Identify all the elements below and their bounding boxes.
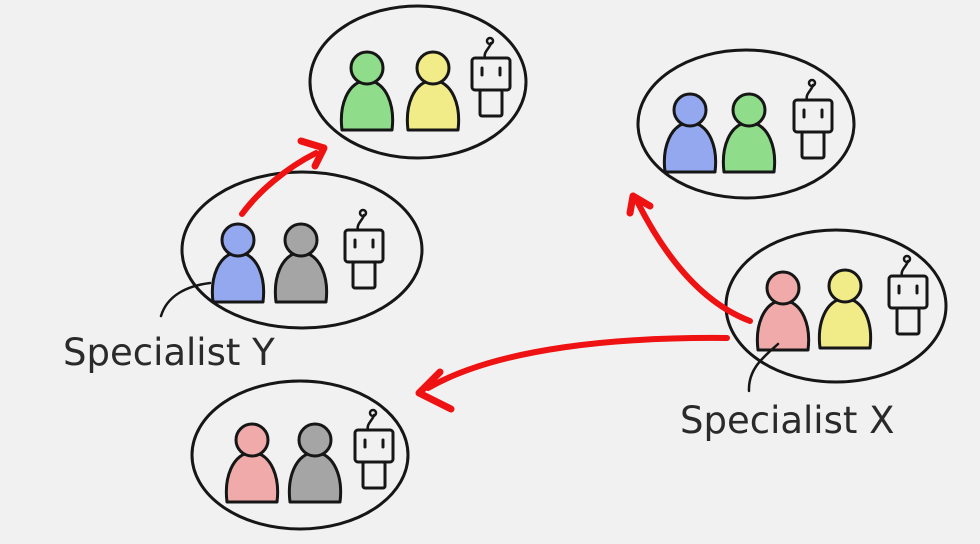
- specialist-y-label: Specialist Y: [63, 331, 275, 374]
- specialist-y-move-arrow: [239, 137, 328, 217]
- robot-icon-bottom-left: [353, 408, 395, 490]
- person-icon-top-center-green: [339, 50, 395, 132]
- specialist-y-leader-line: [159, 281, 212, 318]
- specialist-x-move-arrow-up: [626, 192, 753, 324]
- members-layer: [210, 36, 929, 504]
- person-icon-top-right-blue: [662, 92, 718, 174]
- group-middle-left-circle: [180, 170, 424, 330]
- person-icon-right-pink: [755, 270, 811, 352]
- person-icon-right-yellow: [817, 268, 873, 350]
- person-icon-top-center-yellow: [405, 50, 461, 132]
- person-icon-middle-left-gray: [273, 222, 329, 304]
- robot-icon-top-center: [470, 36, 512, 118]
- group-top-right-circle: [636, 48, 856, 200]
- person-icon-bottom-left-gray: [287, 422, 343, 504]
- robot-icon-top-right: [792, 78, 834, 160]
- group-top-center-circle: [308, 4, 528, 160]
- specialist-x-leader-line: [747, 342, 780, 393]
- specialist-x-label: Specialist X: [680, 399, 894, 442]
- person-icon-middle-left-blue: [210, 222, 266, 304]
- robot-icon-right: [887, 254, 929, 336]
- person-icon-bottom-left-pink: [224, 422, 280, 504]
- group-bottom-left-circle: [190, 379, 410, 531]
- person-icon-top-right-green: [721, 92, 777, 174]
- robot-icon-middle-left: [343, 208, 385, 290]
- specialist-x-move-arrow-left: [415, 334, 730, 413]
